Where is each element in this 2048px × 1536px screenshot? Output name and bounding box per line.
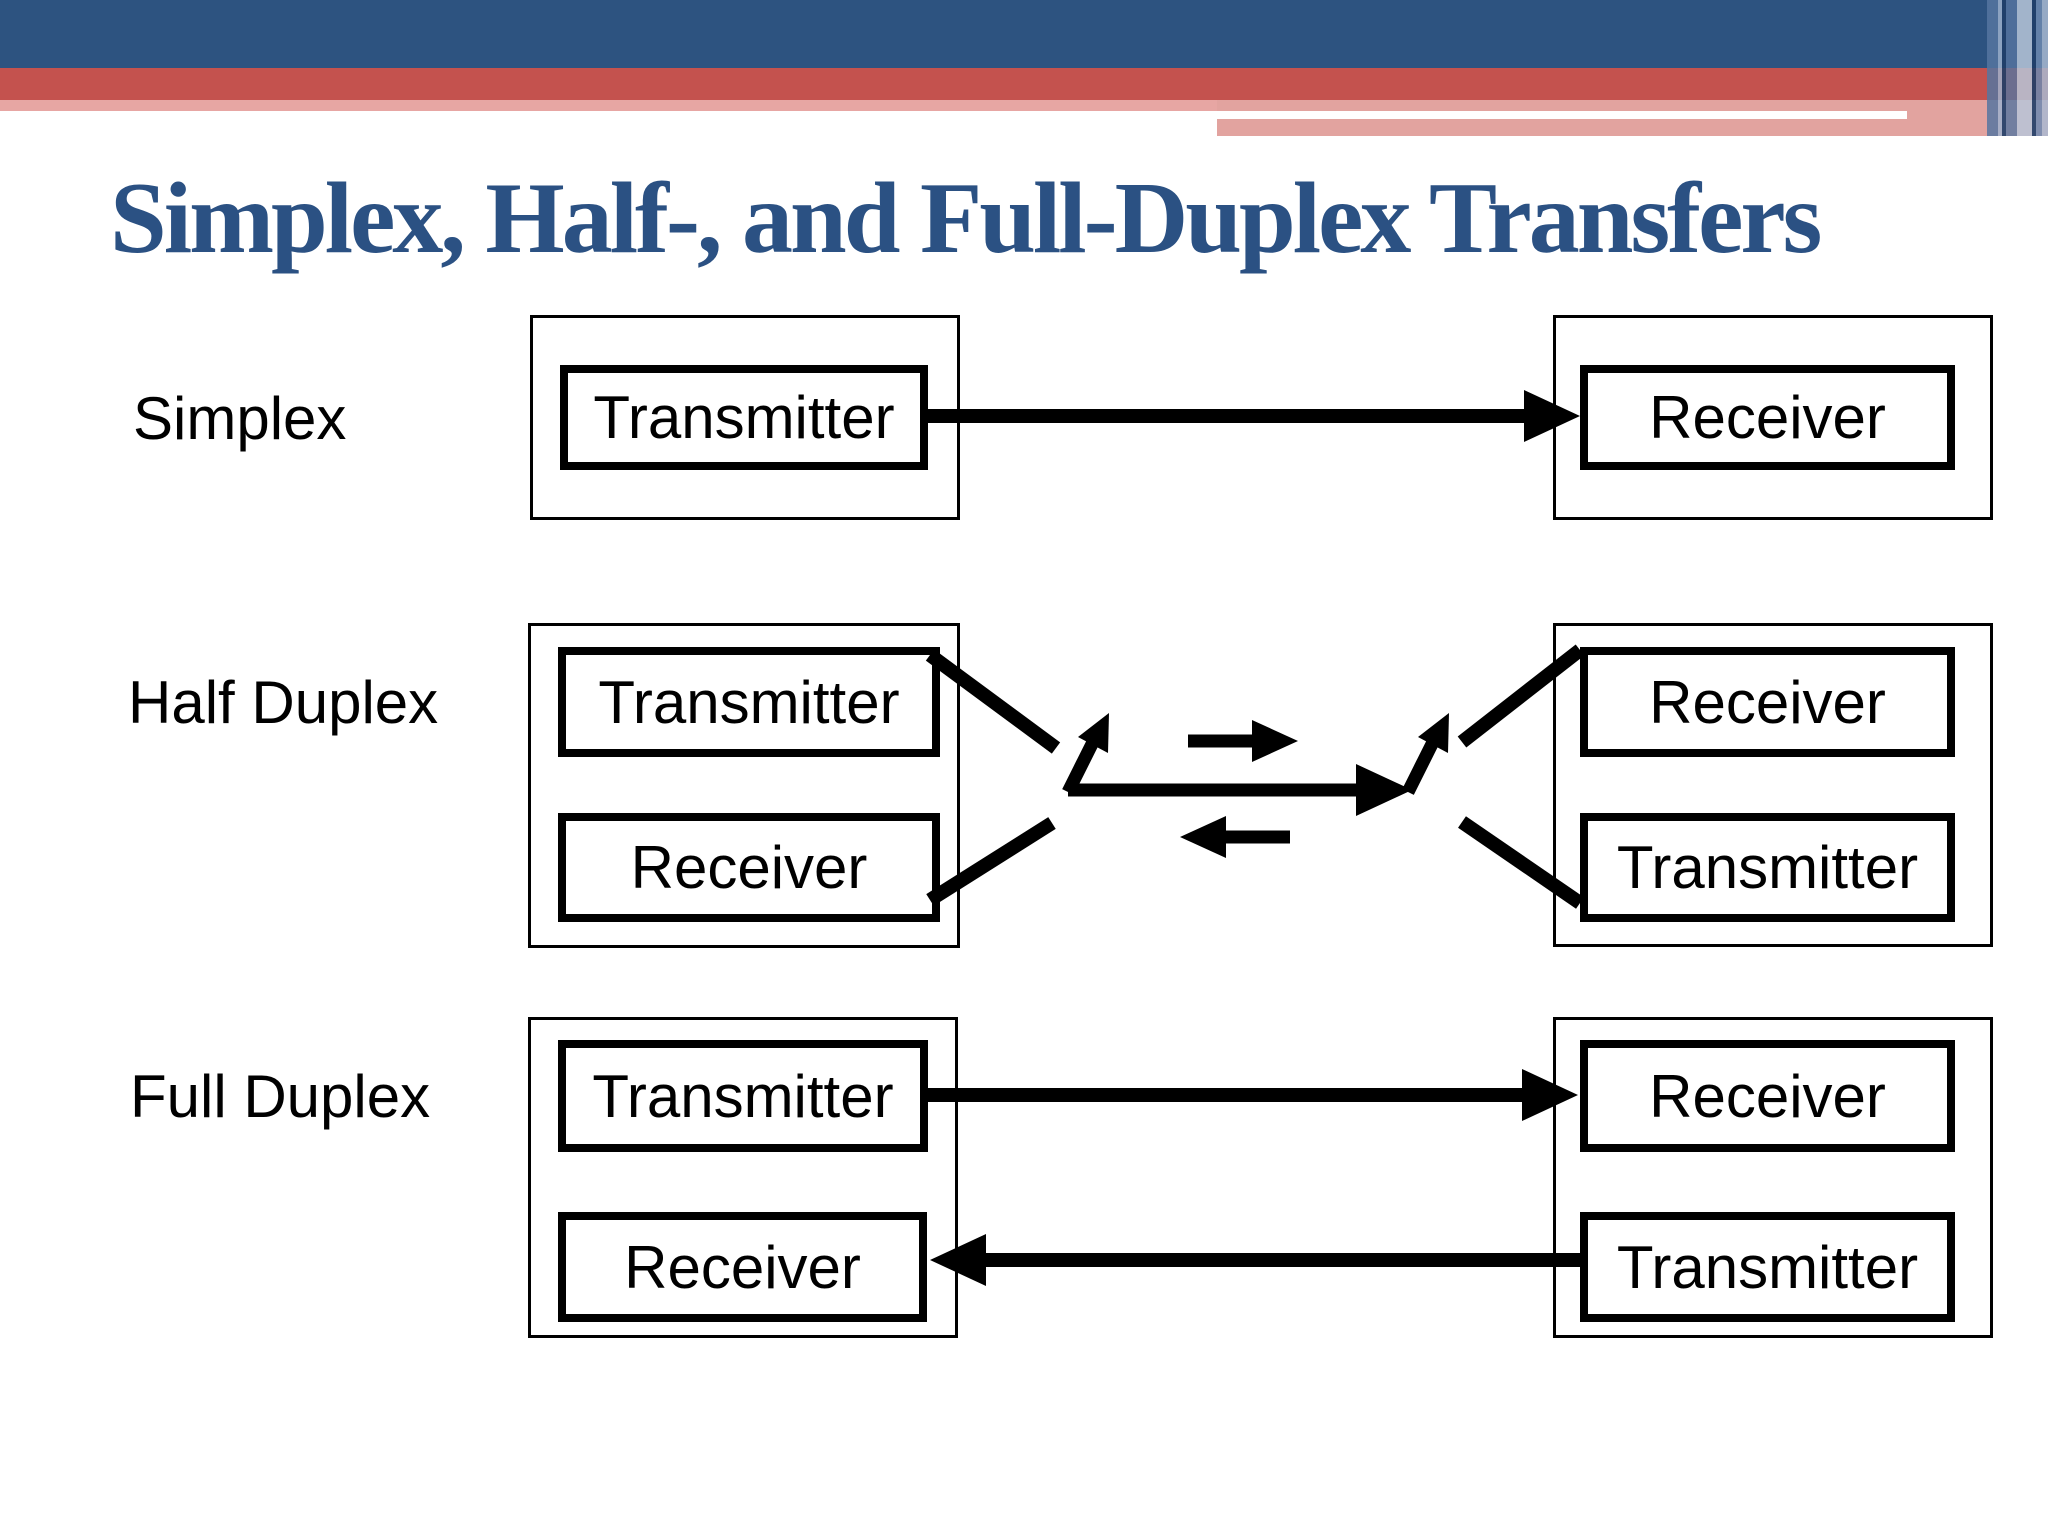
accent-stripe [2032,0,2036,136]
row-label-simplex: Simplex [133,384,347,452]
half-duplex-left-transmitter-box: Transmitter [558,647,940,757]
accent-stripe [1998,0,2002,136]
full-duplex-right-receiver-label: Receiver [1649,1062,1886,1130]
accent-stripe [2042,0,2048,136]
half-duplex-switch-graphic [925,644,1585,909]
header-red-stripe [0,68,2048,100]
full-duplex-forward-arrow [928,1069,1578,1121]
half-duplex-left-transmitter-label: Transmitter [598,668,900,736]
simplex-arrow [928,390,1580,442]
full-duplex-right-transmitter-box: Transmitter [1580,1212,1955,1322]
half-duplex-left-receiver-label: Receiver [630,834,868,901]
half-duplex-right-receiver-box: Receiver [1580,647,1955,757]
slide-title: Simplex, Half-, and Full-Duplex Transfer… [110,162,1822,275]
full-duplex-right-station-box [1553,1017,1993,1338]
simplex-receiver-label: Receiver [1649,384,1886,451]
half-duplex-right-station-box [1553,623,1993,947]
row-label-full-duplex: Full Duplex [130,1062,431,1130]
accent-stripe [1987,0,1998,136]
accent-stripe [2017,0,2032,136]
full-duplex-return-arrow [930,1234,1580,1286]
accent-stripe [2036,0,2042,136]
full-duplex-right-transmitter-label: Transmitter [1616,1233,1919,1301]
header-white-inset-stripe [1217,111,1907,119]
full-duplex-right-receiver-box: Receiver [1580,1040,1955,1152]
accent-stripe [2006,0,2017,136]
header-accent-stripes [1985,0,2048,136]
full-duplex-left-transmitter-box: Transmitter [558,1040,928,1152]
half-duplex-reverse-direction-arrow [1180,816,1290,858]
header-blue-bar [0,0,2048,68]
full-duplex-left-receiver-label: Receiver [624,1233,861,1301]
half-duplex-left-station-box [528,623,960,948]
simplex-transmitter-box: Transmitter [560,365,928,470]
full-duplex-left-transmitter-label: Transmitter [592,1062,894,1130]
half-duplex-right-switch-lever [1402,731,1443,795]
simplex-receiver-box: Receiver [1580,365,1955,470]
simplex-transmitter-label: Transmitter [593,384,895,451]
half-duplex-left-receiver-box: Receiver [558,813,940,922]
row-label-half-duplex: Half Duplex [128,668,439,736]
header-pink-stripe-left [0,100,1217,111]
half-duplex-right-transmitter-box: Transmitter [1580,813,1955,922]
half-duplex-right-transmitter-label: Transmitter [1616,834,1919,901]
full-duplex-left-station-box [528,1017,958,1338]
half-duplex-forward-direction-arrow [1188,720,1298,762]
half-duplex-left-switch-lever [1062,731,1103,795]
half-duplex-right-receiver-label: Receiver [1649,668,1886,736]
accent-stripe [2002,0,2006,136]
full-duplex-left-receiver-box: Receiver [558,1212,927,1322]
